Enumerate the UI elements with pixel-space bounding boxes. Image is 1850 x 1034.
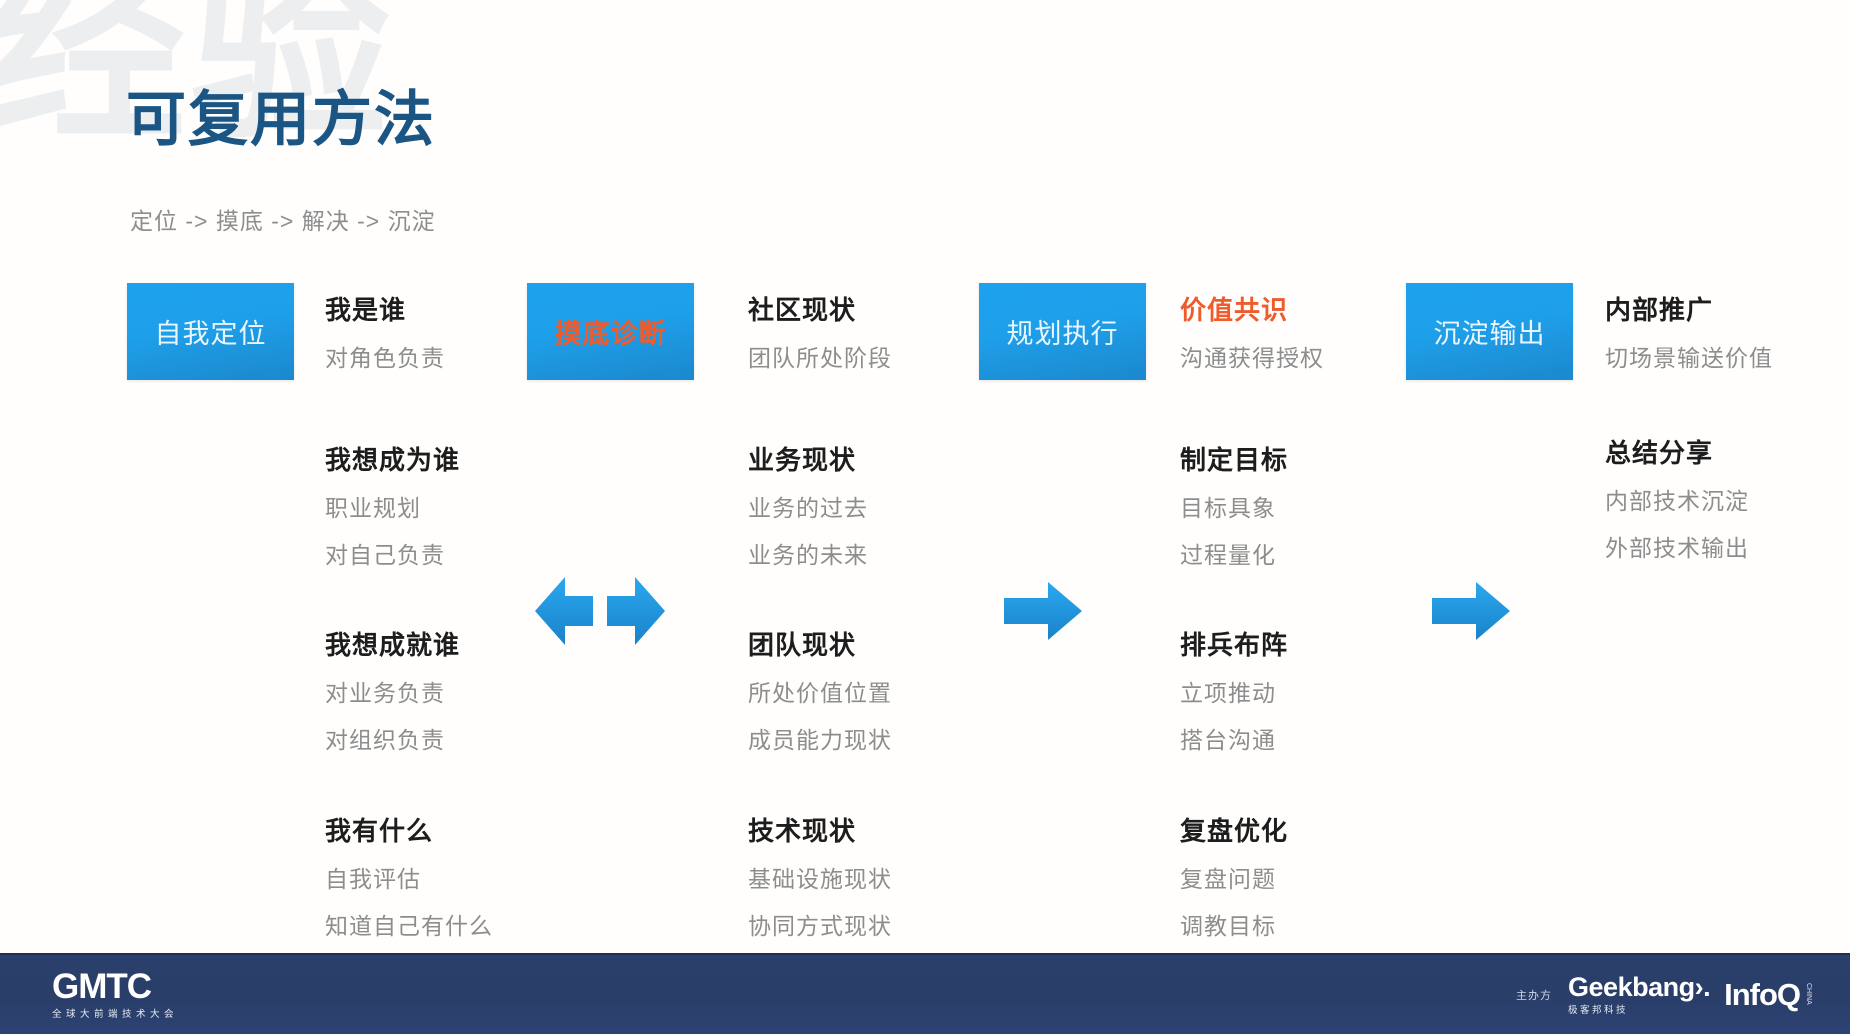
block-col2-row1: 业务现状 业务的过去 业务的未来 [748, 447, 868, 567]
block-line: 知道自己有什么 [325, 913, 493, 939]
infoq-logo: InfoQ CHINA [1724, 979, 1812, 1010]
block-line: 对角色负责 [325, 345, 445, 371]
block-title: 社区现状 [748, 295, 857, 325]
geekbang-logo: Geekbang›. 极客邦科技 [1568, 971, 1711, 1016]
block-line: 协同方式现状 [748, 913, 892, 939]
stage-label: 沉淀输出 [1433, 319, 1546, 349]
block-line: 业务的未来 [748, 542, 868, 568]
block-line: 内部技术沉淀 [1605, 488, 1749, 514]
stage-box-self-position[interactable]: 自我定位 [127, 283, 294, 380]
block-col3-row0: 价值共识 沟通获得授权 [1180, 297, 1324, 370]
block-title: 内部推广 [1605, 295, 1714, 325]
block-title: 总结分享 [1605, 438, 1714, 468]
block-col4-row0: 内部推广 切场景输送价值 [1605, 297, 1773, 370]
stage-box-plan-execute[interactable]: 规划执行 [979, 283, 1146, 380]
block-line: 成员能力现状 [748, 727, 892, 753]
stage-label: 自我定位 [154, 319, 267, 349]
block-line: 对自己负责 [325, 542, 445, 568]
block-line: 目标具象 [1180, 495, 1276, 521]
footer-bar: GMTC 全球大前端技术大会 主办方 Geekbang›. 极客邦科技 Info… [0, 953, 1850, 1034]
block-line: 团队所处阶段 [748, 345, 892, 371]
block-line: 职业规划 [325, 495, 421, 521]
stage-box-output[interactable]: 沉淀输出 [1406, 283, 1573, 380]
block-title: 我想成为谁 [325, 445, 461, 475]
page-subtitle: 定位 -> 摸底 -> 解决 -> 沉淀 [130, 208, 436, 234]
block-col1-row0: 我是谁 对角色负责 [325, 297, 445, 370]
block-line: 自我评估 [325, 866, 421, 892]
block-col2-row0: 社区现状 团队所处阶段 [748, 297, 892, 370]
block-line: 切场景输送价值 [1605, 345, 1773, 371]
stage-label: 规划执行 [1006, 319, 1119, 349]
block-title: 业务现状 [748, 445, 857, 475]
block-col1-row2: 我想成就谁 对业务负责 对组织负责 [325, 632, 460, 752]
block-col4-row1: 总结分享 内部技术沉淀 外部技术输出 [1605, 440, 1749, 560]
geekbang-logo-text: Geekbang›. [1568, 971, 1711, 1002]
block-line: 调教目标 [1180, 913, 1276, 939]
right-arrow-icon [1432, 580, 1510, 642]
page-title: 可复用方法 [126, 86, 436, 153]
block-line: 基础设施现状 [748, 866, 892, 892]
block-col1-row1: 我想成为谁 职业规划 对自己负责 [325, 447, 460, 567]
gmtc-logo-subtitle: 全球大前端技术大会 [52, 1009, 179, 1020]
block-line: 搭台沟通 [1180, 727, 1276, 753]
watermark-text: 经验 [0, 0, 395, 163]
block-line: 所处价值位置 [748, 680, 892, 706]
block-title: 技术现状 [748, 816, 857, 846]
block-title: 价值共识 [1180, 295, 1289, 325]
block-line: 对业务负责 [325, 680, 445, 706]
block-line: 过程量化 [1180, 542, 1276, 568]
gmtc-logo: GMTC 全球大前端技术大会 [52, 969, 178, 1020]
block-line: 复盘问题 [1180, 866, 1276, 892]
block-line: 立项推动 [1180, 680, 1276, 706]
block-title: 我有什么 [325, 816, 434, 846]
block-title: 制定目标 [1180, 445, 1289, 475]
stage-label: 摸底诊断 [554, 319, 667, 349]
block-line: 外部技术输出 [1605, 535, 1749, 561]
sponsor-label: 主办方 [1516, 989, 1553, 1002]
block-title: 我是谁 [325, 295, 407, 325]
block-title: 复盘优化 [1180, 816, 1289, 846]
block-title: 我想成就谁 [325, 630, 461, 660]
block-line: 对组织负责 [325, 727, 445, 753]
stage-box-diagnosis[interactable]: 摸底诊断 [527, 283, 694, 380]
double-arrow-icon [535, 572, 665, 650]
geekbang-logo-subtitle: 极客邦科技 [1568, 1004, 1629, 1016]
block-col3-row1: 制定目标 目标具象 过程量化 [1180, 447, 1288, 567]
block-col2-row2: 团队现状 所处价值位置 成员能力现状 [748, 632, 892, 752]
block-col3-row2: 排兵布阵 立项推动 搭台沟通 [1180, 632, 1288, 752]
block-col3-row3: 复盘优化 复盘问题 调教目标 [1180, 818, 1288, 938]
block-title: 排兵布阵 [1180, 630, 1289, 660]
infoq-logo-tm: CHINA [1805, 983, 1812, 1005]
right-arrow-icon [1004, 580, 1082, 642]
block-col2-row3: 技术现状 基础设施现状 协同方式现状 [748, 818, 892, 938]
infoq-logo-text: InfoQ [1724, 977, 1801, 1012]
block-line: 业务的过去 [748, 495, 868, 521]
block-title: 团队现状 [748, 630, 857, 660]
sponsor-area: 主办方 Geekbang›. 极客邦科技 InfoQ CHINA [1516, 955, 1812, 1034]
gmtc-logo-text: GMTC [52, 967, 152, 1006]
block-line: 沟通获得授权 [1180, 345, 1324, 371]
